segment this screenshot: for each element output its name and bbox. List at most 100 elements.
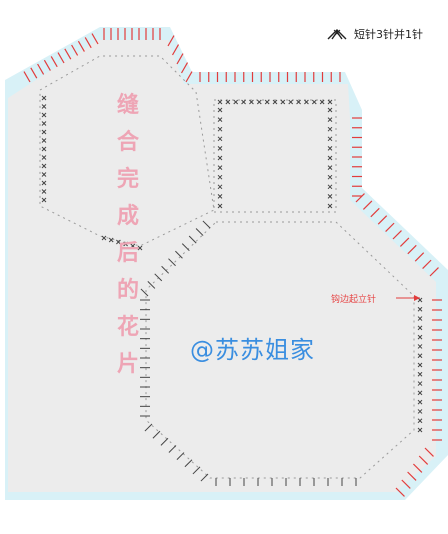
stitch-mark bbox=[23, 71, 31, 83]
stitch-cross bbox=[41, 104, 47, 109]
stitch-mark bbox=[181, 243, 190, 252]
stitch-cross bbox=[41, 146, 47, 152]
stitch-mark bbox=[168, 258, 176, 267]
stitch-cross bbox=[241, 99, 246, 105]
title-char: 完 bbox=[116, 167, 139, 192]
stitch-mark bbox=[50, 56, 58, 68]
stitch-mark bbox=[57, 52, 65, 64]
stitch-cross bbox=[327, 136, 333, 142]
stitch-cross bbox=[311, 99, 317, 105]
stitch-mark bbox=[355, 193, 365, 203]
stitch-cross bbox=[272, 99, 278, 105]
stitch-cross bbox=[249, 99, 254, 105]
title-char: 缝 bbox=[116, 93, 139, 118]
stitch-mark bbox=[424, 447, 434, 457]
stitch-mark bbox=[171, 44, 180, 56]
stitch-cross bbox=[304, 99, 309, 105]
stitch-cross bbox=[288, 99, 294, 105]
stitch-cross bbox=[280, 99, 286, 105]
stitch-mark bbox=[185, 71, 193, 83]
title-char: 花 bbox=[116, 315, 139, 340]
stitch-mark bbox=[412, 463, 423, 473]
bottom-stripe bbox=[0, 502, 448, 534]
legend-label: 短针3针并1针 bbox=[354, 28, 423, 41]
stitch-cross bbox=[233, 99, 239, 105]
stitch-mark bbox=[144, 423, 153, 432]
stitch-cross bbox=[41, 189, 47, 194]
stitch-cross bbox=[137, 245, 143, 251]
stitch-cross bbox=[417, 353, 423, 359]
stitch-mark bbox=[370, 207, 380, 218]
stitch-cross bbox=[217, 136, 223, 142]
stitch-cross bbox=[417, 390, 423, 396]
stitch-cross bbox=[296, 99, 301, 105]
watermark: @苏苏姐家 bbox=[190, 336, 315, 364]
stitch-cross bbox=[417, 334, 423, 340]
stitch-mark bbox=[77, 40, 85, 52]
stitch-mark bbox=[152, 430, 161, 439]
title-char: 成 bbox=[116, 204, 139, 229]
stitch-cross bbox=[130, 243, 136, 249]
stitch-cross bbox=[217, 194, 223, 199]
stitch-mark bbox=[401, 479, 411, 489]
stitch-cross bbox=[264, 99, 270, 105]
stitch-cross bbox=[116, 239, 121, 245]
title-char: 片 bbox=[116, 352, 139, 377]
stitch-cross bbox=[101, 235, 107, 241]
stitch-cross bbox=[417, 316, 423, 321]
octagon-outline bbox=[145, 221, 415, 479]
stitch-cross bbox=[417, 362, 423, 368]
stitch-cross bbox=[256, 99, 262, 105]
stitch-cross bbox=[327, 107, 333, 113]
stitch-cross bbox=[41, 155, 47, 160]
stitch-mark bbox=[395, 487, 405, 497]
stitch-cross bbox=[217, 99, 223, 105]
stitch-mark bbox=[43, 59, 51, 71]
stitch-cross bbox=[217, 184, 223, 190]
stitch-mark bbox=[154, 273, 163, 282]
stitch-cross bbox=[327, 99, 333, 105]
fabric-fill bbox=[8, 40, 436, 492]
stitch-mark bbox=[385, 222, 395, 233]
dark-stitches bbox=[41, 95, 423, 486]
stitch-cross bbox=[41, 180, 47, 186]
stitch-cross bbox=[225, 99, 231, 105]
stitch-cross bbox=[417, 399, 423, 405]
stitch-mark bbox=[184, 459, 193, 468]
short-stitch-3-together-icon bbox=[327, 29, 347, 40]
stitch-cross bbox=[123, 241, 128, 247]
stitch-cross bbox=[319, 99, 325, 105]
stitch-cross bbox=[217, 155, 223, 161]
stitch-mark bbox=[414, 252, 425, 262]
square-outline bbox=[213, 99, 337, 213]
stitch-cross bbox=[417, 306, 423, 312]
stitch-cross bbox=[41, 95, 47, 101]
stitch-mark bbox=[407, 244, 417, 255]
stitch-cross bbox=[217, 165, 223, 170]
stitch-mark bbox=[200, 473, 209, 482]
stitch-mark bbox=[160, 437, 169, 446]
stitch-cross bbox=[417, 381, 423, 386]
stitch-mark bbox=[362, 200, 373, 210]
stitch-cross bbox=[41, 172, 47, 177]
note-arrow-head bbox=[414, 295, 420, 301]
stitch-cross bbox=[41, 163, 47, 169]
stitch-mark bbox=[422, 259, 432, 270]
stitch-mark bbox=[176, 53, 184, 65]
stitch-mark bbox=[64, 48, 72, 60]
stitch-cross bbox=[417, 418, 423, 424]
stitch-cross bbox=[108, 237, 114, 243]
stitch-mark bbox=[399, 237, 410, 247]
stitch-mark bbox=[30, 67, 38, 79]
stitch-mark bbox=[176, 452, 185, 460]
stitch-cross bbox=[41, 197, 47, 203]
stitch-cross bbox=[41, 121, 47, 126]
stitch-mark bbox=[192, 466, 201, 475]
stitch-cross bbox=[327, 194, 333, 199]
stitch-cross bbox=[217, 174, 223, 180]
stitch-mark bbox=[392, 230, 402, 240]
stitch-mark bbox=[147, 281, 156, 289]
stitch-cross bbox=[327, 126, 333, 132]
stitch-cross bbox=[327, 165, 333, 170]
